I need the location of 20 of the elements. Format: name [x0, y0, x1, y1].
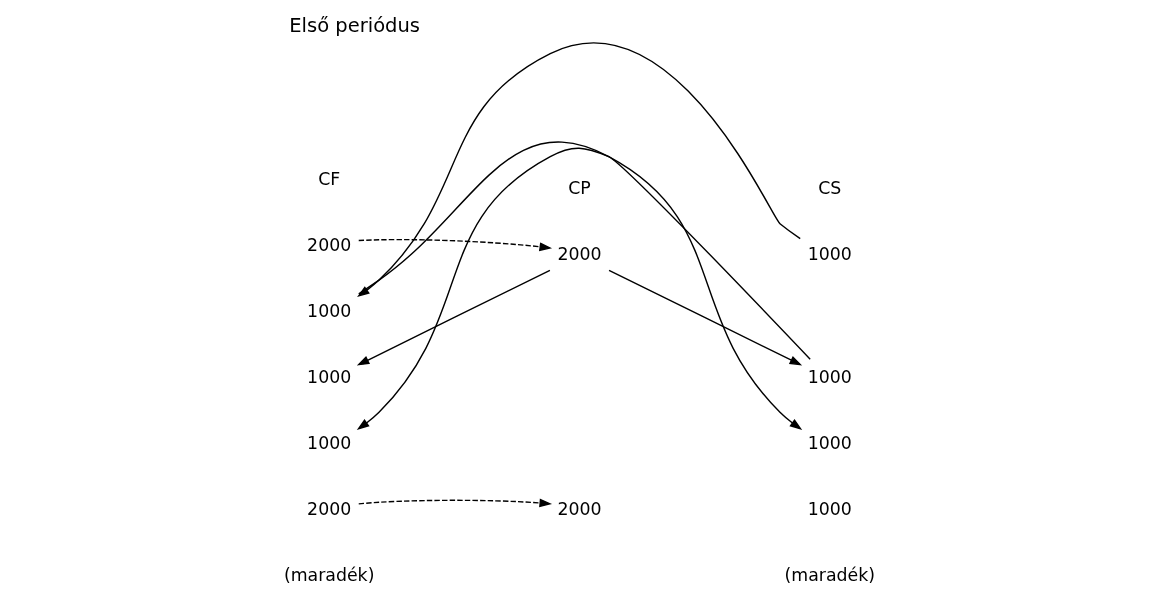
label: CS — [817, 178, 841, 199]
label: CF — [317, 168, 340, 189]
node-text: 1000 — [807, 432, 852, 453]
node-text: 2000 — [556, 499, 602, 519]
node-text: 2000 — [306, 234, 351, 255]
label: 1000 — [807, 499, 852, 519]
node-text: 1000 — [306, 300, 351, 321]
node-text: 2000 — [306, 499, 351, 519]
label: (maradék) — [784, 565, 875, 586]
node-text: 1000 — [807, 244, 852, 265]
arrow — [607, 269, 802, 366]
label: CP — [567, 178, 591, 199]
label: (maradék) — [283, 565, 374, 586]
node-text: 1000 — [807, 366, 852, 387]
node-text: 1000 — [306, 432, 351, 453]
node-text: 1000 — [306, 366, 351, 387]
arrow — [357, 238, 552, 252]
arrow — [357, 498, 552, 508]
node-text: 2000 — [556, 244, 602, 265]
diagram-title: Első periódus — [288, 14, 420, 38]
